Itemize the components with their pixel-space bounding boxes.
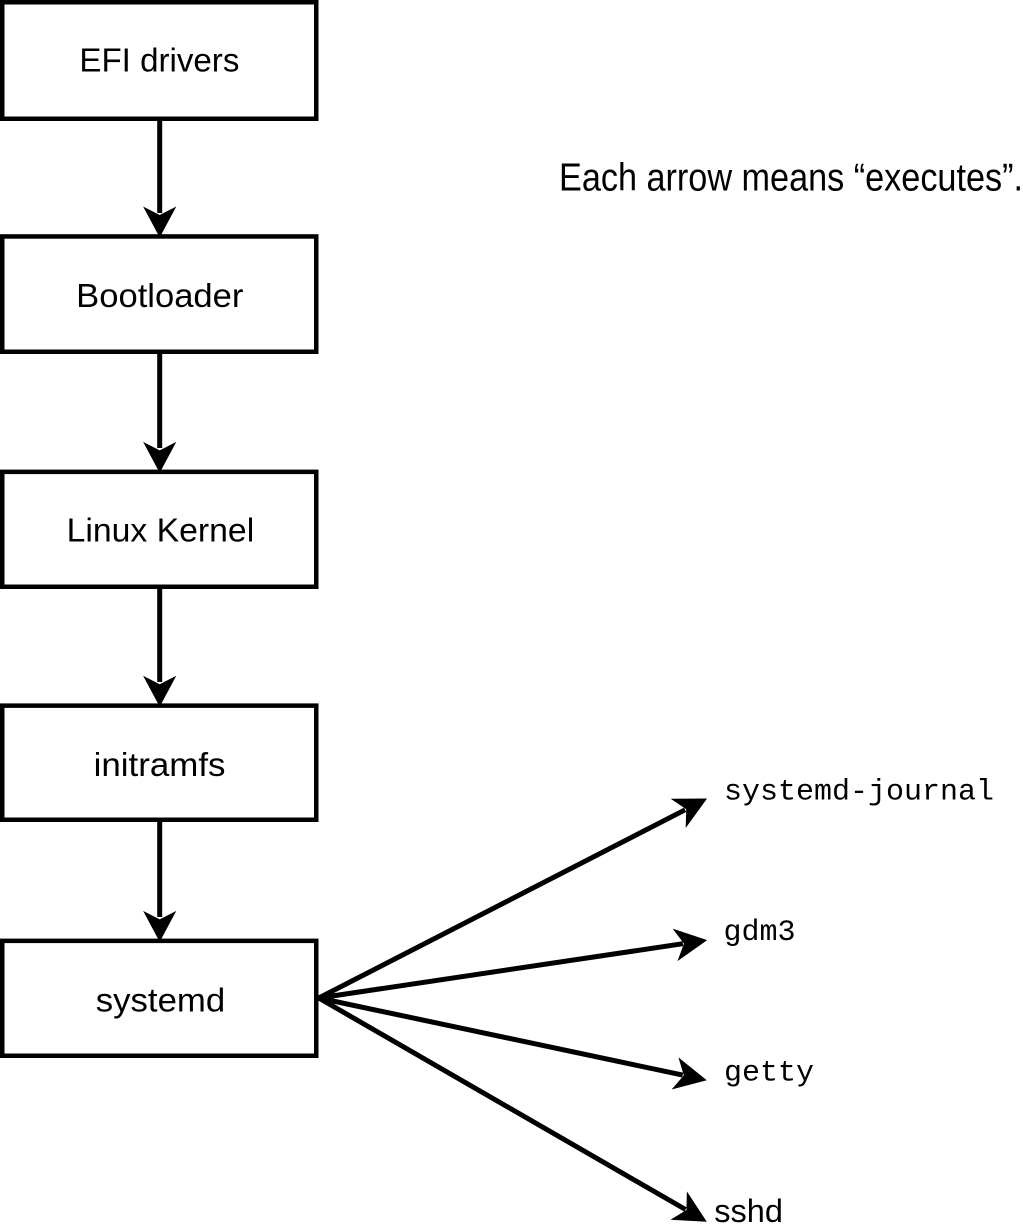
svg-text:EFI drivers: EFI drivers — [79, 41, 239, 78]
svg-text:initramfs: initramfs — [94, 746, 226, 783]
svg-text:sshd: sshd — [714, 1193, 783, 1229]
svg-text:Each arrow means “executes”.: Each arrow means “executes”. — [559, 156, 1023, 199]
svg-text:Bootloader: Bootloader — [76, 277, 243, 314]
svg-text:getty: getty — [724, 1057, 814, 1091]
svg-text:systemd: systemd — [96, 982, 225, 1019]
svg-text:Linux Kernel: Linux Kernel — [67, 512, 255, 549]
svg-text:gdm3: gdm3 — [724, 916, 796, 950]
svg-text:systemd-journal: systemd-journal — [724, 776, 994, 810]
